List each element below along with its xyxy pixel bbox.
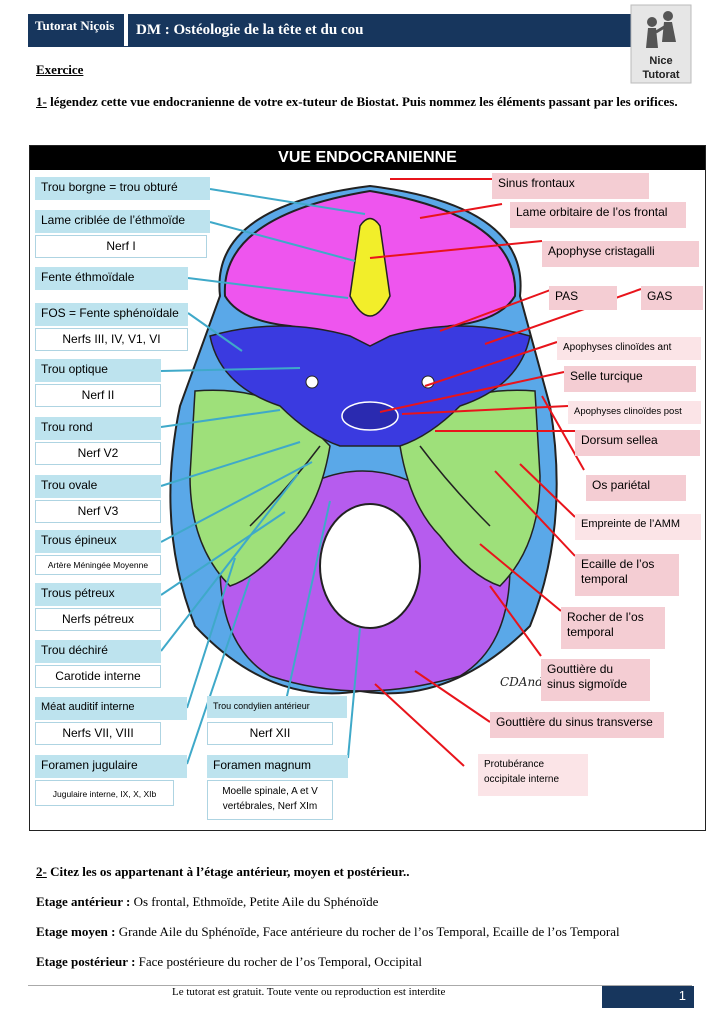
footer-text: Le tutorat est gratuit. Toute vente ou r… [172,986,446,998]
sella-turcica [341,401,399,431]
foramen-magnum [319,503,421,629]
answer-fos[interactable]: Nerfs III, IV, V1, VI [35,328,188,351]
label-lame-criblee: Lame criblée de l’éthmoïde [35,210,210,233]
header-tab: Tutorat Niçois [28,14,124,46]
ethmoid-bone [349,217,391,317]
header-tab-label: Tutorat Niçois [35,18,115,33]
label-rocher-temporal: Rocher de l’os temporal [561,607,665,649]
label-trous-epineux: Trous épineux [35,530,161,553]
label-dorsum-sellea: Dorsum sellea [575,430,700,456]
question-1: 1- légendez cette vue endocranienne de v… [36,92,696,112]
answer-value-moyen: Grande Aile du Sphénoïde, Face antérieur… [115,924,620,939]
answer-foramen-jugulaire[interactable]: Jugulaire interne, IX, X, XIb [35,780,174,806]
label-gas: GAS [641,286,703,310]
label-sinus-frontaux: Sinus frontaux [492,173,649,199]
label-trou-borgne: Trou borgne = trou obturé [35,177,210,200]
label-gouttiere-sigmoide: Gouttière du sinus sigmoïde [541,659,650,701]
optic-foramen-left [305,375,319,389]
exercise-title: Exercice [36,62,84,77]
logo-text-tutorat: Tutorat [642,69,679,81]
answer-trou-optique[interactable]: Nerf II [35,384,161,407]
label-clinoides-ant: Apophyses clinoïdes ant [557,337,701,360]
answer-trou-dechire[interactable]: Carotide interne [35,665,161,688]
answer-trous-petreux[interactable]: Nerfs pétreux [35,608,161,631]
label-fos: FOS = Fente sphénoïdale [35,303,188,326]
answer-trou-ovale[interactable]: Nerf V3 [35,500,161,523]
label-trou-dechire: Trou déchiré [35,640,161,663]
blue-leader-lines [160,188,366,765]
petrous-ridge-right [419,445,491,527]
question-2-text: Citez les os appartenant à l’étage antér… [46,864,410,879]
label-foramen-magnum: Foramen magnum [207,755,348,778]
page-number: 1 [678,988,686,1003]
footer-divider [28,985,692,986]
answer-value-posterieur: Face postérieure du rocher de l’os Tempo… [135,954,422,969]
answer-value-anterieur: Os frontal, Ethmoïde, Petite Aile du Sph… [130,894,379,909]
label-apophyse-cristagalli: Apophyse cristagalli [542,241,699,267]
optic-foramen-right [421,375,435,389]
document-title: DM : Ostéologie de la tête et du cou [136,22,364,38]
page-number-box: 1 [602,986,694,1008]
label-foramen-jugulaire: Foramen jugulaire [35,755,187,778]
label-trou-ovale: Trou ovale [35,475,161,498]
answer-label-moyen: Etage moyen : [36,924,116,939]
label-trou-rond: Trou rond [35,417,161,440]
header-divider [28,46,632,47]
answer-lame-criblee[interactable]: Nerf I [35,235,207,258]
label-meat-auditif: Méat auditif interne [35,697,187,720]
question-1-number: 1- [36,94,47,109]
logo-text-nice: Nice [649,55,672,67]
tutorat-logo: Nice Tutorat [630,4,692,84]
label-fente-ethmoidale: Fente éthmoïdale [35,267,188,290]
label-trou-optique: Trou optique [35,359,161,382]
answer-trous-epineux[interactable]: Artère Méningée Moyenne [35,555,161,575]
label-pas: PAS [549,286,617,310]
skull-illustration: CDAndré [160,178,642,767]
label-selle-turcique: Selle turcique [564,366,696,392]
label-clinoides-post: Apophyses clinoïdes post [568,401,701,424]
answer-row-anterieur: Etage antérieur : Os frontal, Ethmoïde, … [36,894,378,910]
figure-frame: VUE ENDOCRANIENNE CDAndré [29,145,706,831]
answer-row-posterieur: Etage postérieur : Face postérieure du r… [36,954,422,970]
figure-title: VUE ENDOCRANIENNE [30,146,705,170]
answer-label-anterieur: Etage antérieur : [36,894,131,909]
question-2-number: 2- [36,864,47,879]
label-os-parietal: Os pariétal [586,475,686,501]
label-gouttiere-transverse: Gouttière du sinus transverse [490,712,664,738]
label-protuberance-occipitale: Protubérance occipitale interne [478,754,588,796]
answer-foramen-magnum[interactable]: Moelle spinale, A et V vertébrales, Nerf… [207,780,333,820]
label-trou-condylien: Trou condylien antérieur [207,696,347,718]
sphenoid-bone [209,325,531,447]
answer-label-posterieur: Etage postérieur : [36,954,136,969]
label-trous-petreux: Trous pétreux [35,583,161,606]
label-empreinte-amm: Empreinte de l’AMM [575,514,701,540]
header-title-bar: DM : Ostéologie de la tête et du cou [128,14,632,46]
question-1-text: légendez cette vue endocranienne de votr… [46,94,678,109]
answer-row-moyen: Etage moyen : Grande Aile du Sphénoïde, … [36,924,620,940]
label-lame-orbitaire: Lame orbitaire de l’os frontal [510,202,686,228]
answer-trou-rond[interactable]: Nerf V2 [35,442,161,465]
answer-meat-auditif[interactable]: Nerfs VII, VIII [35,722,161,745]
answer-trou-condylien[interactable]: Nerf XII [207,722,333,745]
label-ecaille-temporal: Ecaille de l’os temporal [575,554,679,596]
question-2: 2- Citez les os appartenant à l’étage an… [36,864,409,880]
